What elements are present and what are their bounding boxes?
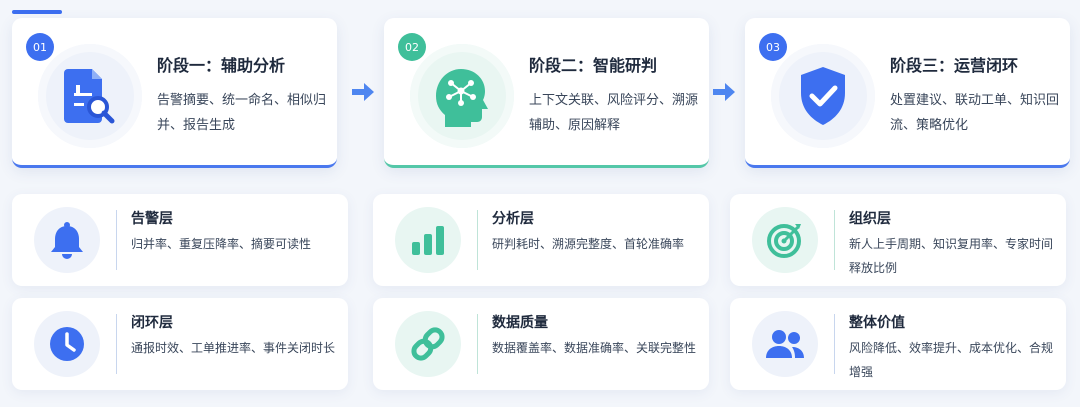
stage-3-description: 处置建议、联动工单、知识回流、策略优化 [890, 93, 1060, 133]
stage-2-icon-circle [410, 44, 514, 148]
users-icon [766, 330, 804, 358]
metric-card-alert-layer[interactable]: 告警层 归并率、重复压降率、摘要可读性 [12, 194, 348, 286]
metric-icon-circle [34, 207, 100, 273]
metric-title: 告警层 [131, 211, 173, 227]
shield-check-icon [801, 67, 845, 125]
metric-description: 通报时效、工单推进率、事件关闭时长 [131, 341, 336, 355]
clock-icon [50, 327, 84, 361]
metric-title: 组织层 [849, 211, 891, 227]
metric-divider [116, 210, 117, 270]
metric-divider [834, 210, 835, 270]
top-accent-bar [12, 10, 62, 14]
metric-icon-circle [395, 207, 461, 273]
metric-title: 分析层 [492, 211, 534, 227]
metric-card-organization-layer[interactable]: 组织层 新人上手周期、知识复用率、专家时间释放比例 [730, 194, 1066, 286]
metric-description: 新人上手周期、知识复用率、专家时间释放比例 [849, 237, 1054, 275]
arrow-right-icon [713, 83, 735, 101]
stage-3-number-badge: 03 [759, 33, 787, 61]
metric-icon-circle [34, 311, 100, 377]
target-icon [767, 224, 801, 258]
stage-2-number-badge: 02 [398, 33, 426, 61]
metric-card-data-quality[interactable]: 数据质量 数据覆盖率、数据准确率、关联完整性 [373, 298, 709, 390]
bell-icon [51, 222, 83, 259]
metric-divider [477, 314, 478, 374]
metric-card-closed-loop-layer[interactable]: 闭环层 通报时效、工单推进率、事件关闭时长 [12, 298, 348, 390]
ai-head-icon [436, 69, 488, 127]
stage-2-title: 阶段二：智能研判 [529, 56, 658, 75]
metric-divider [477, 210, 478, 270]
stage-1-description: 告警摘要、统一命名、相似归并、报告生成 [157, 93, 327, 133]
bar-chart-icon [412, 226, 444, 255]
metric-description: 风险降低、效率提升、成本优化、合规增强 [849, 341, 1054, 379]
metric-title: 数据质量 [492, 315, 548, 331]
metric-description: 数据覆盖率、数据准确率、关联完整性 [492, 341, 697, 355]
metric-icon-circle [752, 207, 818, 273]
document-search-icon [64, 69, 115, 124]
metric-card-overall-value[interactable]: 整体价值 风险降低、效率提升、成本优化、合规增强 [730, 298, 1066, 390]
stage-card-2[interactable]: 02 阶段二：智能研判 上下文关联、风险评分、溯源辅助、原因解释 [384, 18, 709, 168]
stage-card-3[interactable]: 03 阶段三：运营闭环 处置建议、联动工单、知识回流、策略优化 [745, 18, 1070, 168]
arrow-right-icon [352, 83, 374, 101]
stage-2-description: 上下文关联、风险评分、溯源辅助、原因解释 [529, 93, 699, 133]
metric-title: 整体价值 [849, 315, 905, 331]
stage-3-title: 阶段三：运营闭环 [890, 56, 1019, 75]
stage-1-icon-circle [38, 44, 142, 148]
metric-divider [834, 314, 835, 374]
metric-divider [116, 314, 117, 374]
metric-description: 归并率、重复压降率、摘要可读性 [131, 237, 312, 251]
metric-icon-circle [395, 311, 461, 377]
stage-3-icon-circle [771, 44, 875, 148]
stage-1-number-badge: 01 [26, 33, 54, 61]
stage-card-1[interactable]: 01 阶段一：辅助分析 告警摘要、统一命名、相似归并、报告生成 [12, 18, 337, 168]
metric-title: 闭环层 [131, 315, 173, 331]
metric-icon-circle [752, 311, 818, 377]
link-icon [411, 327, 445, 361]
metric-description: 研判耗时、溯源完整度、首轮准确率 [492, 237, 685, 251]
stage-1-title: 阶段一：辅助分析 [157, 56, 286, 75]
metric-card-analysis-layer[interactable]: 分析层 研判耗时、溯源完整度、首轮准确率 [373, 194, 709, 286]
